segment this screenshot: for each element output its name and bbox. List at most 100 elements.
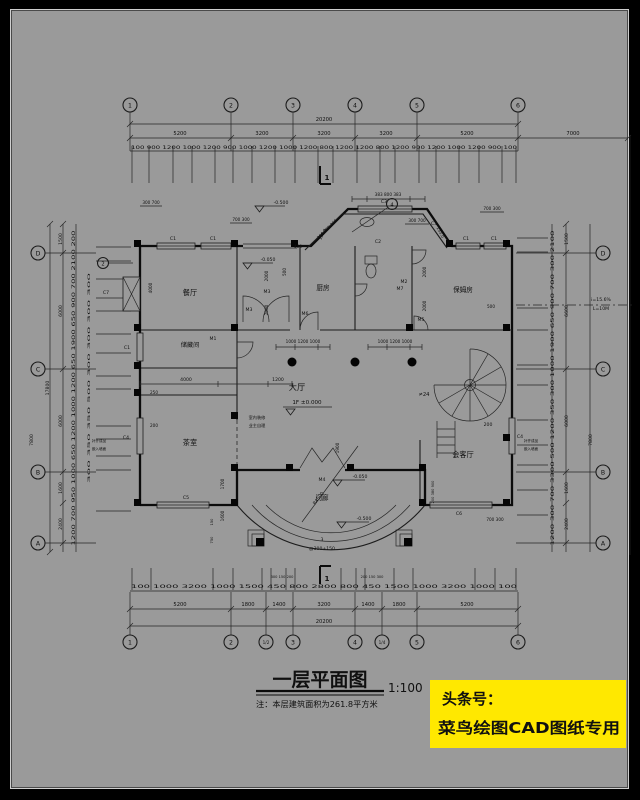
- ramp-slope: i=15.6%: [591, 297, 611, 303]
- dim-top-minor-strip: 100 900 1200 1000 1200 900 1000 1200 100…: [131, 145, 518, 150]
- axis-label-b3: 3: [291, 640, 295, 647]
- dim-700-300-bottom: 700 300: [486, 517, 504, 522]
- axis-bubble: [285, 634, 301, 650]
- axes-right: D C B A: [516, 245, 611, 551]
- axis-bubble: [347, 97, 363, 113]
- axis-bubble: [30, 361, 46, 377]
- axis-label-b6: 6: [516, 640, 520, 647]
- axis-bubble: [223, 97, 239, 113]
- axis-label-6: 6: [516, 103, 520, 110]
- mark-c3: C3: [431, 221, 437, 227]
- column-round: [287, 357, 297, 367]
- dim-1700: 1700: [220, 478, 225, 489]
- axis-bubble: [595, 361, 611, 377]
- dim-200-living: 200: [484, 422, 493, 428]
- axis-label-b14: 1/4: [379, 640, 386, 645]
- axis-label-1: 1: [128, 103, 132, 110]
- axis-bubble: [30, 464, 46, 480]
- watermark-line2: 菜鸟绘图CAD图纸专用: [437, 719, 620, 737]
- mark-m3: M3: [246, 307, 253, 313]
- mark-c4: C4: [123, 435, 129, 441]
- dim-edge-300-700-a: 300 700: [142, 200, 160, 205]
- mark-c1: C1: [124, 345, 130, 351]
- callout-top-number: 4: [390, 203, 394, 209]
- dim-500-stair: 500: [487, 304, 495, 309]
- axis-label-5: 5: [415, 103, 419, 110]
- stair-risers: ≠24: [419, 392, 431, 398]
- dim-right-major-1: 1500: [564, 233, 570, 245]
- dim-4000-storage: 4000: [180, 377, 192, 383]
- room-nanny: 保姆房: [453, 285, 473, 294]
- axis-label-b: B: [36, 470, 40, 477]
- plan-fixtures: [359, 217, 378, 279]
- dim-2000-c: 2000: [422, 266, 427, 277]
- porch-arc-inner: [265, 504, 397, 534]
- column-round: [407, 357, 417, 367]
- axis-bubble: [595, 464, 611, 480]
- drawing-note: 注：本层建筑面积为261.8平方米: [256, 699, 378, 709]
- axis-label-rc: C: [601, 367, 605, 374]
- drawing-scale: 1:100: [388, 681, 423, 695]
- watermark-box: 头条号： 菜鸟绘图CAD图纸专用: [430, 680, 626, 748]
- dim-bottom-major-1: 5200: [173, 602, 186, 608]
- room-tea: 茶室: [183, 438, 197, 447]
- plan-doors: [236, 249, 429, 469]
- dim-right-total: 7800: [588, 434, 594, 446]
- level-triangles: [242, 205, 347, 529]
- section-marks: 1 1: [319, 166, 331, 584]
- plan-levels: -0.500 -0.050 -0.050 -0.500 1F ±0.000: [242, 200, 371, 529]
- door-m5: [413, 315, 429, 331]
- room-kitchen: 厨房: [316, 283, 330, 292]
- dim-top-right-7000: 7000: [566, 131, 579, 137]
- callout-bubble-left: [96, 256, 110, 270]
- dim-left-major-1: 1500: [58, 233, 64, 245]
- level-floor: 1F ±0.000: [292, 400, 322, 406]
- dim-bottom-micro-left: 300 150 200: [271, 575, 295, 579]
- mark-labels: C1 C1 C1 C1 C1 C2 C3 C3 C4 C4 C5 C6 C7 M…: [103, 199, 523, 517]
- drawing-title: 一层平面图: [272, 669, 367, 691]
- axis-label-c: C: [36, 367, 40, 374]
- axis-bubble: [595, 535, 611, 551]
- axis-label-rb: B: [601, 470, 605, 477]
- dim-right-major-4: 1600: [564, 482, 570, 494]
- axis-bubble: [30, 245, 46, 261]
- plan-columns: [134, 240, 510, 506]
- note-owner-2: 业主自理: [249, 422, 267, 429]
- dim-top-major-3: 3200: [317, 131, 330, 137]
- door-m7: [354, 283, 368, 297]
- dim-left-major-2: 6000: [58, 305, 64, 317]
- mark-c1: C1: [491, 236, 497, 242]
- axis-bubble: [347, 634, 363, 650]
- axis-bubble: [122, 634, 138, 650]
- dim-left-micro-strip: 300 350 350 500 300 300 300 300: [87, 271, 91, 483]
- dim-top-major-4: 3200: [379, 131, 392, 137]
- dim-2000-b: 2000: [264, 304, 269, 315]
- dim-bottom-major-6: 1800: [392, 602, 405, 608]
- dim-hall-strip-left: 1000 1200 1000: [286, 339, 321, 344]
- axis-bubble: [409, 97, 425, 113]
- axis-label-b2: 2: [229, 640, 233, 647]
- axis-label-b4: 4: [353, 640, 357, 647]
- ramp-length: L=10M: [593, 306, 609, 312]
- axis-bubble: [409, 634, 425, 650]
- axis-bubble: [510, 634, 526, 650]
- axis-label-2: 2: [229, 103, 233, 110]
- section-mark-bottom: 1: [324, 574, 329, 583]
- axis-bubble: [285, 97, 301, 113]
- dim-2000-d: 2000: [422, 300, 427, 311]
- note-c4-left-1: 补齐成品: [92, 438, 107, 443]
- dim-top-major-1: 5200: [173, 131, 186, 137]
- dim-left-minor-strip: 1200 700 950 1000 650 1200 1000 1200 650…: [71, 230, 76, 546]
- room-dining: 餐厅: [183, 288, 197, 297]
- dim-top-total: 20200: [316, 117, 333, 123]
- dim-150: 150: [210, 518, 214, 526]
- door-m2: [411, 249, 427, 265]
- axis-label-b5: 5: [415, 640, 419, 647]
- mark-m3: M3: [264, 289, 271, 295]
- door-m6: [299, 311, 319, 331]
- plan-windows: [122, 205, 516, 509]
- dim-4000-dining: 4000: [148, 282, 153, 293]
- dim-right-major-3: 6000: [564, 415, 570, 427]
- dim-bottom-major-5: 1400: [361, 602, 374, 608]
- mark-c6: C6: [456, 511, 462, 517]
